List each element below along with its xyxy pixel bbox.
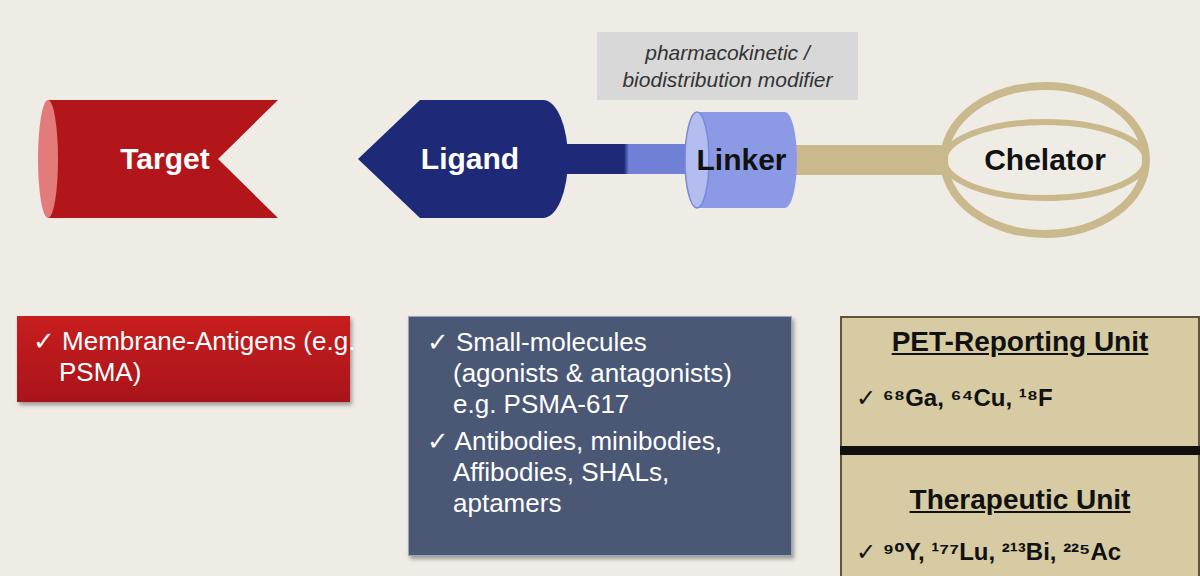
connector-bar bbox=[792, 145, 954, 175]
component-label: Target bbox=[65, 100, 265, 218]
component-label: Ligand bbox=[378, 100, 562, 218]
separator-bar bbox=[840, 446, 1200, 455]
ligand-list-box: ✓ Small-molecules (agonists & antagonist… bbox=[408, 316, 792, 556]
component-label: Chelator bbox=[940, 82, 1150, 238]
list-item: ✓ Membrane-Antigens (e.g. PSMA) bbox=[29, 326, 359, 388]
linker-cylinder: Linker bbox=[685, 112, 798, 208]
modifier-label: pharmacokinetic / biodistribution modifi… bbox=[605, 32, 850, 100]
isotope-list: ✓ ⁹⁰Y, ¹⁷⁷Lu, ²¹³Bi, ²²⁵Ac bbox=[856, 538, 1192, 566]
section-heading: Therapeutic Unit bbox=[842, 484, 1198, 516]
list-item: ✓ Antibodies, minibodies, Affibodies, SH… bbox=[423, 426, 745, 519]
component-label: Linker bbox=[685, 112, 798, 208]
isotope-list: ✓ ⁶⁸Ga, ⁶⁴Cu, ¹⁸F bbox=[856, 384, 1192, 412]
target-shape: Target bbox=[38, 100, 278, 218]
modifier-label-box: pharmacokinetic / biodistribution modifi… bbox=[597, 32, 858, 100]
section-heading: PET-Reporting Unit bbox=[842, 326, 1198, 358]
target-list-box: ✓ Membrane-Antigens (e.g. PSMA) bbox=[17, 316, 350, 402]
list-item: ✓ Small-molecules (agonists & antagonist… bbox=[423, 327, 745, 420]
chelator-ellipse: Chelator bbox=[940, 82, 1150, 238]
ligand-arrow: Ligand bbox=[358, 100, 568, 218]
connector-bar bbox=[564, 144, 697, 174]
